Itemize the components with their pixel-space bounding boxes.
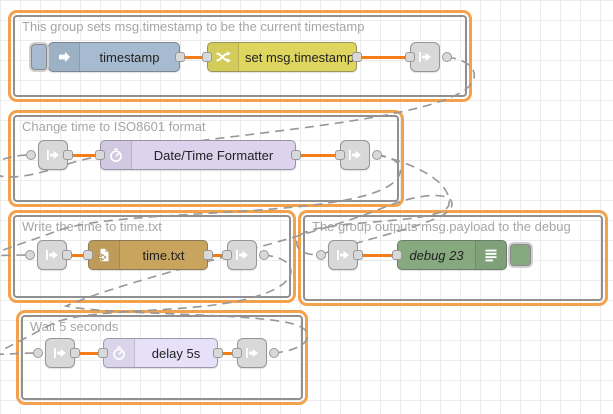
group-label: Change time to ISO8601 format: [22, 119, 206, 134]
link-out-node[interactable]: [237, 338, 267, 368]
delay-node[interactable]: delay 5s: [103, 338, 218, 368]
node-label: debug 23: [409, 247, 464, 263]
file-out-icon: [89, 241, 120, 269]
link-arrow-icon: [419, 52, 431, 62]
debug-list-icon: [475, 241, 506, 269]
stopwatch-icon: [110, 148, 122, 162]
port[interactable]: [232, 348, 242, 358]
port[interactable]: [392, 250, 402, 260]
stopwatch-icon: [113, 346, 125, 360]
link-port[interactable]: [372, 150, 382, 160]
node-label: set msg.timestamp: [245, 49, 355, 65]
wire[interactable]: [67, 253, 88, 257]
stopwatch-icon: [104, 339, 135, 367]
link-wire[interactable]: [0, 56, 475, 178]
port[interactable]: [95, 150, 105, 160]
port[interactable]: [203, 250, 213, 260]
group-label: Write the time to time.txt: [22, 219, 162, 234]
link-port[interactable]: [442, 52, 452, 62]
wire[interactable]: [68, 153, 100, 157]
port[interactable]: [175, 52, 185, 62]
port[interactable]: [70, 348, 80, 358]
port[interactable]: [405, 52, 415, 62]
inject-arrow-icon: [59, 51, 70, 63]
link-arrow-icon: [47, 150, 59, 160]
link-port[interactable]: [269, 348, 279, 358]
link-wire[interactable]: [63, 194, 453, 354]
link-wire[interactable]: [296, 154, 450, 256]
link-arrow-icon: [236, 250, 248, 260]
node-label: time.txt: [142, 247, 185, 263]
file-node[interactable]: time.txt: [88, 240, 208, 270]
file-out-icon: [98, 248, 109, 262]
group-g1[interactable]: This group sets msg.timestamp to be the …: [8, 10, 472, 102]
group-label: This group sets msg.timestamp to be the …: [22, 19, 365, 34]
inject-trigger-button[interactable]: [31, 44, 47, 70]
link-port[interactable]: [259, 250, 269, 260]
inject-node[interactable]: timestamp: [48, 42, 180, 72]
debug-list-icon: [485, 249, 497, 262]
group-g2[interactable]: Change time to ISO8601 format: [8, 110, 404, 207]
debug-node[interactable]: debug 23: [397, 240, 507, 270]
group-g4[interactable]: The group outputs msg.payload to the deb…: [298, 210, 608, 306]
change-node[interactable]: set msg.timestamp: [207, 42, 357, 72]
port[interactable]: [202, 52, 212, 62]
function-node[interactable]: Date/Time Formatter: [100, 140, 296, 170]
wire[interactable]: [296, 153, 340, 157]
node-label: Date/Time Formatter: [153, 147, 274, 163]
group-label: The group outputs msg.payload to the deb…: [312, 219, 571, 234]
wire[interactable]: [358, 253, 397, 257]
wire[interactable]: [75, 351, 103, 355]
shuffle-icon: [208, 43, 239, 71]
link-arrow-icon: [46, 250, 58, 260]
port[interactable]: [222, 250, 232, 260]
port[interactable]: [98, 348, 108, 358]
link-arrow-icon: [337, 250, 349, 260]
port[interactable]: [83, 250, 93, 260]
port[interactable]: [62, 250, 72, 260]
port[interactable]: [352, 52, 362, 62]
group-label: Wait 5 seconds: [30, 319, 119, 334]
debug-toggle-button[interactable]: [510, 244, 531, 266]
port[interactable]: [291, 150, 301, 160]
wire[interactable]: [180, 55, 207, 59]
link-arrow-icon: [246, 348, 258, 358]
link-port[interactable]: [25, 250, 35, 260]
wire[interactable]: [208, 253, 227, 257]
group-g3[interactable]: Write the time to time.txt: [8, 210, 296, 303]
link-arrow-icon: [349, 150, 361, 160]
port[interactable]: [213, 348, 223, 358]
port[interactable]: [353, 250, 363, 260]
link-arrow-icon: [54, 348, 66, 358]
wire[interactable]: [218, 351, 237, 355]
link-port[interactable]: [26, 150, 36, 160]
group-g5[interactable]: Wait 5 seconds: [16, 310, 308, 405]
node-label: delay 5s: [151, 345, 201, 361]
link-port[interactable]: [33, 348, 43, 358]
link-wire[interactable]: [0, 154, 402, 257]
link-wire[interactable]: [0, 254, 292, 356]
inject-arrow-icon: [49, 43, 80, 71]
wire[interactable]: [357, 55, 410, 59]
shuffle-icon: [216, 51, 231, 63]
stopwatch-icon: [101, 141, 132, 169]
link-port[interactable]: [316, 250, 326, 260]
port[interactable]: [63, 150, 73, 160]
port[interactable]: [335, 150, 345, 160]
node-label: timestamp: [99, 49, 160, 65]
link-out-node[interactable]: [340, 140, 370, 170]
